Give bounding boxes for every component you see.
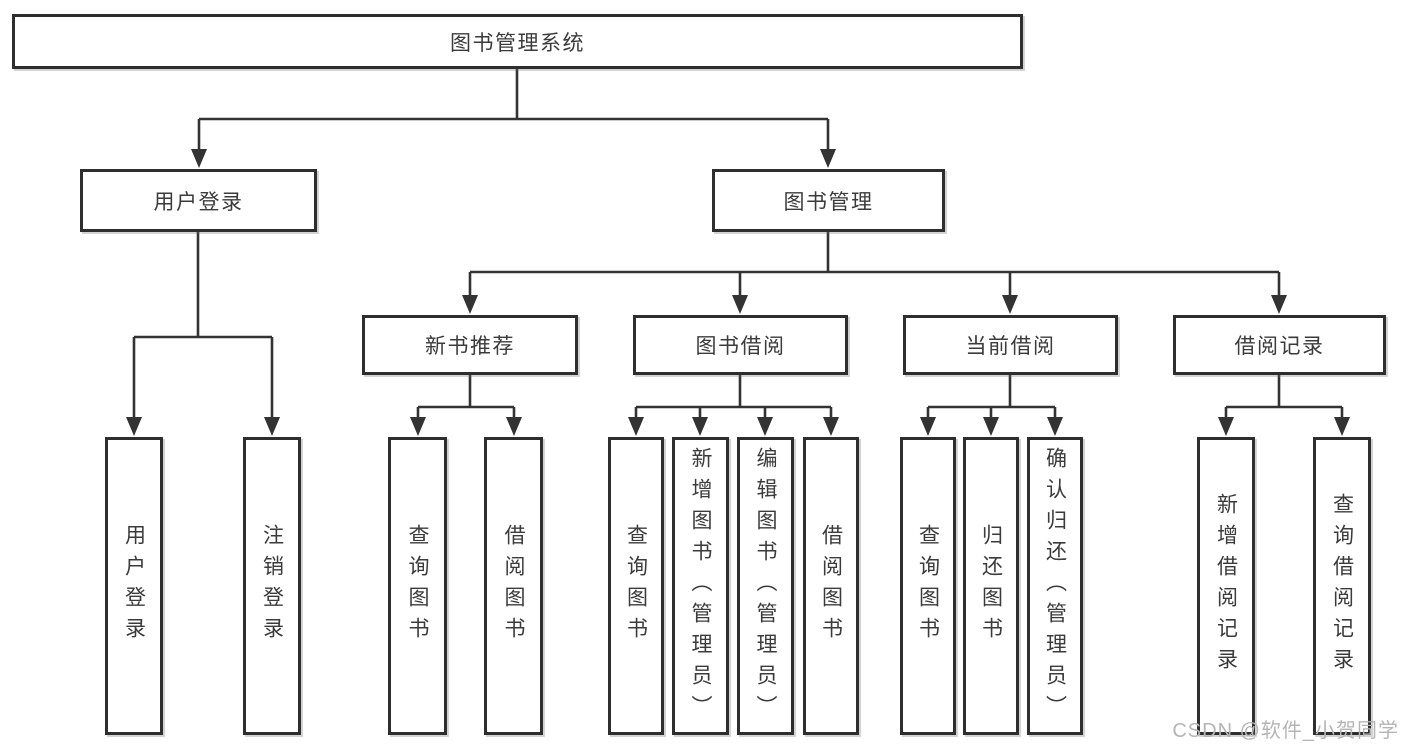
leaf-confirm-return-admin: 确认归还（管理员） [1027,437,1083,735]
arrowhead [757,417,773,436]
connector-root-to-level2 [197,69,830,153]
node-label: 编辑图书（管理员） [754,446,777,726]
node-label: 借阅图书 [819,524,843,648]
node-label: 当前借阅 [965,335,1056,358]
arrowhead [920,417,936,436]
node-label: 新增借阅记录 [1214,493,1238,679]
leaf-borrow-books: 借阅图书 [803,437,859,735]
node-label: 查询图书 [624,524,648,648]
arrowhead [1218,417,1234,436]
node-label: 用户登录 [153,190,244,214]
arrowhead [820,149,836,168]
arrowhead [264,417,280,436]
csdn-watermark: CSDN @软件_小贺同学 [1172,720,1399,742]
leaf-borrow-books-recommendation: 借阅图书 [484,437,543,735]
node-label: 借阅记录 [1234,335,1325,358]
arrowhead [191,149,207,168]
leaf-query-books-borrowing: 查询图书 [608,437,664,735]
connector-current-borrow-children [926,375,1057,421]
connector-book-mgmt-children [468,232,1281,299]
arrowhead [823,417,839,436]
node-current-borrowing: 当前借阅 [903,315,1118,375]
node-label: 确认归还（管理员） [1043,446,1067,726]
node-label: 新书推荐 [425,335,515,358]
arrowhead [628,417,644,436]
leaf-edit-books-admin: 编辑图书（管理员） [737,437,794,735]
node-label: 图书管理 [783,190,874,214]
arrowhead [732,295,748,314]
leaf-query-books-recommendation: 查询图书 [388,437,447,735]
connector-user-login-children [132,232,274,421]
leaf-query-borrow-record: 查询借阅记录 [1313,437,1371,735]
arrowhead [692,417,708,436]
node-user-login: 用户登录 [80,169,317,232]
arrowhead [462,295,478,314]
arrowhead [1271,295,1287,314]
node-label: 归还图书 [979,524,1003,648]
arrowhead [126,417,142,436]
node-label: 查询图书 [406,524,429,648]
node-borrowing-records: 借阅记录 [1173,315,1386,375]
node-label: 查询图书 [916,524,940,648]
node-new-book-recommendation: 新书推荐 [362,315,578,375]
node-label: 图书借阅 [695,335,786,358]
node-book-borrowing: 图书借阅 [633,315,848,375]
leaf-query-books-current: 查询图书 [900,437,956,735]
leaf-user-login: 用户登录 [105,437,163,735]
node-label: 用户登录 [122,524,146,648]
connector-new-book-rec-children [416,375,516,421]
arrowhead [1047,417,1063,436]
arrowhead [410,417,426,436]
connector-borrow-records-children [1224,375,1344,421]
arrowhead [983,417,999,436]
node-library-management-system: 图书管理系统 [12,14,1023,69]
connector-book-borrow-children [634,375,833,421]
node-label: 图书管理系统 [450,31,585,55]
leaf-add-books-admin: 新增图书（管理员） [672,437,729,735]
node-label: 新增图书（管理员） [689,446,712,726]
leaf-add-borrow-record: 新增借阅记录 [1197,437,1255,735]
node-label: 借阅图书 [502,524,525,648]
node-book-management: 图书管理 [712,169,945,232]
leaf-return-books: 归还图书 [963,437,1019,735]
arrowhead [1002,295,1018,314]
leaf-logout: 注销登录 [243,437,301,735]
arrowhead [506,417,522,436]
arrowhead [1334,417,1350,436]
node-label: 查询借阅记录 [1330,493,1354,679]
node-label: 注销登录 [260,524,284,648]
